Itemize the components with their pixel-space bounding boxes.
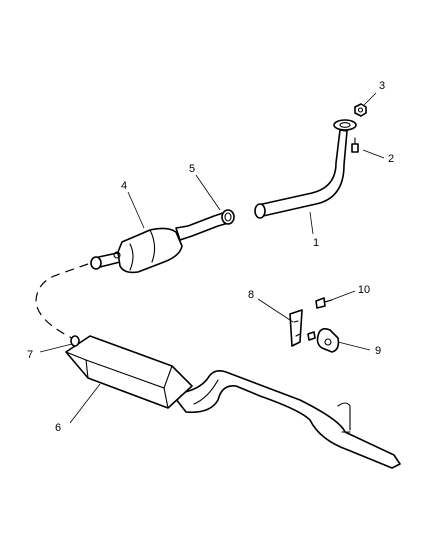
callout-5: 5 — [189, 163, 195, 175]
catalytic-converter — [90, 227, 183, 274]
flange-bolt — [351, 137, 359, 153]
callout-6: 6 — [55, 422, 61, 434]
callout-3: 3 — [379, 80, 385, 92]
leader-lines — [39, 92, 385, 424]
front-exhaust-pipe — [254, 119, 357, 219]
callout-10: 10 — [358, 284, 370, 296]
pipe-connection-dashed-line — [35, 263, 89, 341]
connector-pipe — [175, 209, 235, 241]
callout-labels: 1 2 3 4 5 6 7 8 9 10 — [27, 80, 394, 434]
muffler-tailpipe-assembly — [65, 335, 401, 469]
callout-8: 8 — [248, 289, 254, 301]
callout-1: 1 — [313, 237, 319, 249]
hanger-bolt — [315, 297, 333, 309]
flange-nut — [354, 103, 367, 117]
callout-4: 4 — [121, 180, 127, 192]
rubber-isolator — [307, 328, 340, 353]
callout-9: 9 — [375, 345, 381, 357]
callout-2: 2 — [388, 153, 394, 165]
hanger-bracket — [289, 309, 303, 347]
callout-7: 7 — [27, 349, 33, 361]
